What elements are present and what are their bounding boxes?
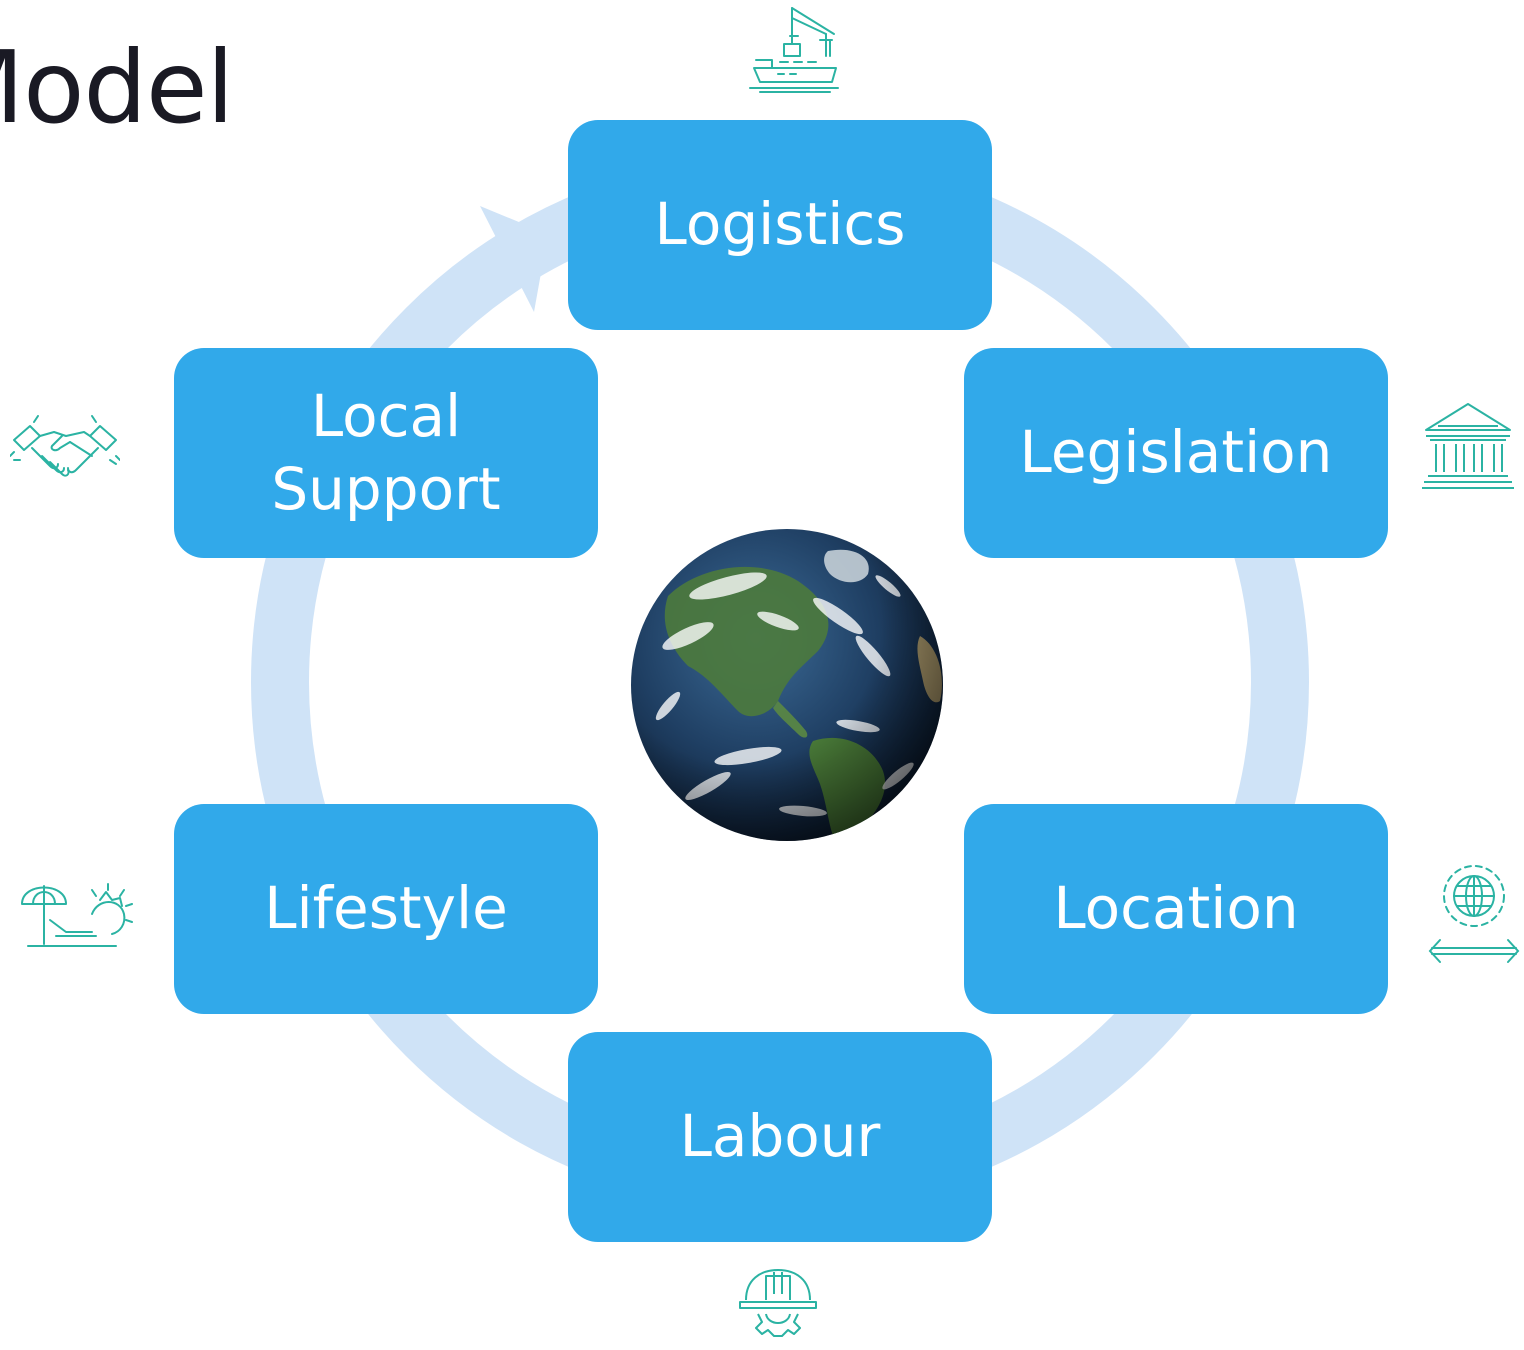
government-building-icon xyxy=(1422,403,1514,489)
cycle-node-labour: Labour xyxy=(568,1032,992,1242)
hardhat-gear-icon xyxy=(739,1269,817,1337)
slide-title: Model xyxy=(0,29,234,146)
cycle-node-legislation: Legislation xyxy=(964,348,1388,558)
beach-umbrella-sun-icon xyxy=(21,883,133,947)
globe-arrows-icon xyxy=(1428,865,1520,963)
cycle-node-location: Location xyxy=(964,804,1388,1014)
cycle-arrow-head xyxy=(480,206,548,312)
cycle-node-local-support: Local Support xyxy=(174,348,598,558)
handshake-icon xyxy=(10,415,120,477)
cycle-node-logistics: Logistics xyxy=(568,120,992,330)
earth-globe xyxy=(631,529,943,841)
cycle-node-lifestyle: Lifestyle xyxy=(174,804,598,1014)
cargo-ship-crane-icon xyxy=(749,7,839,93)
